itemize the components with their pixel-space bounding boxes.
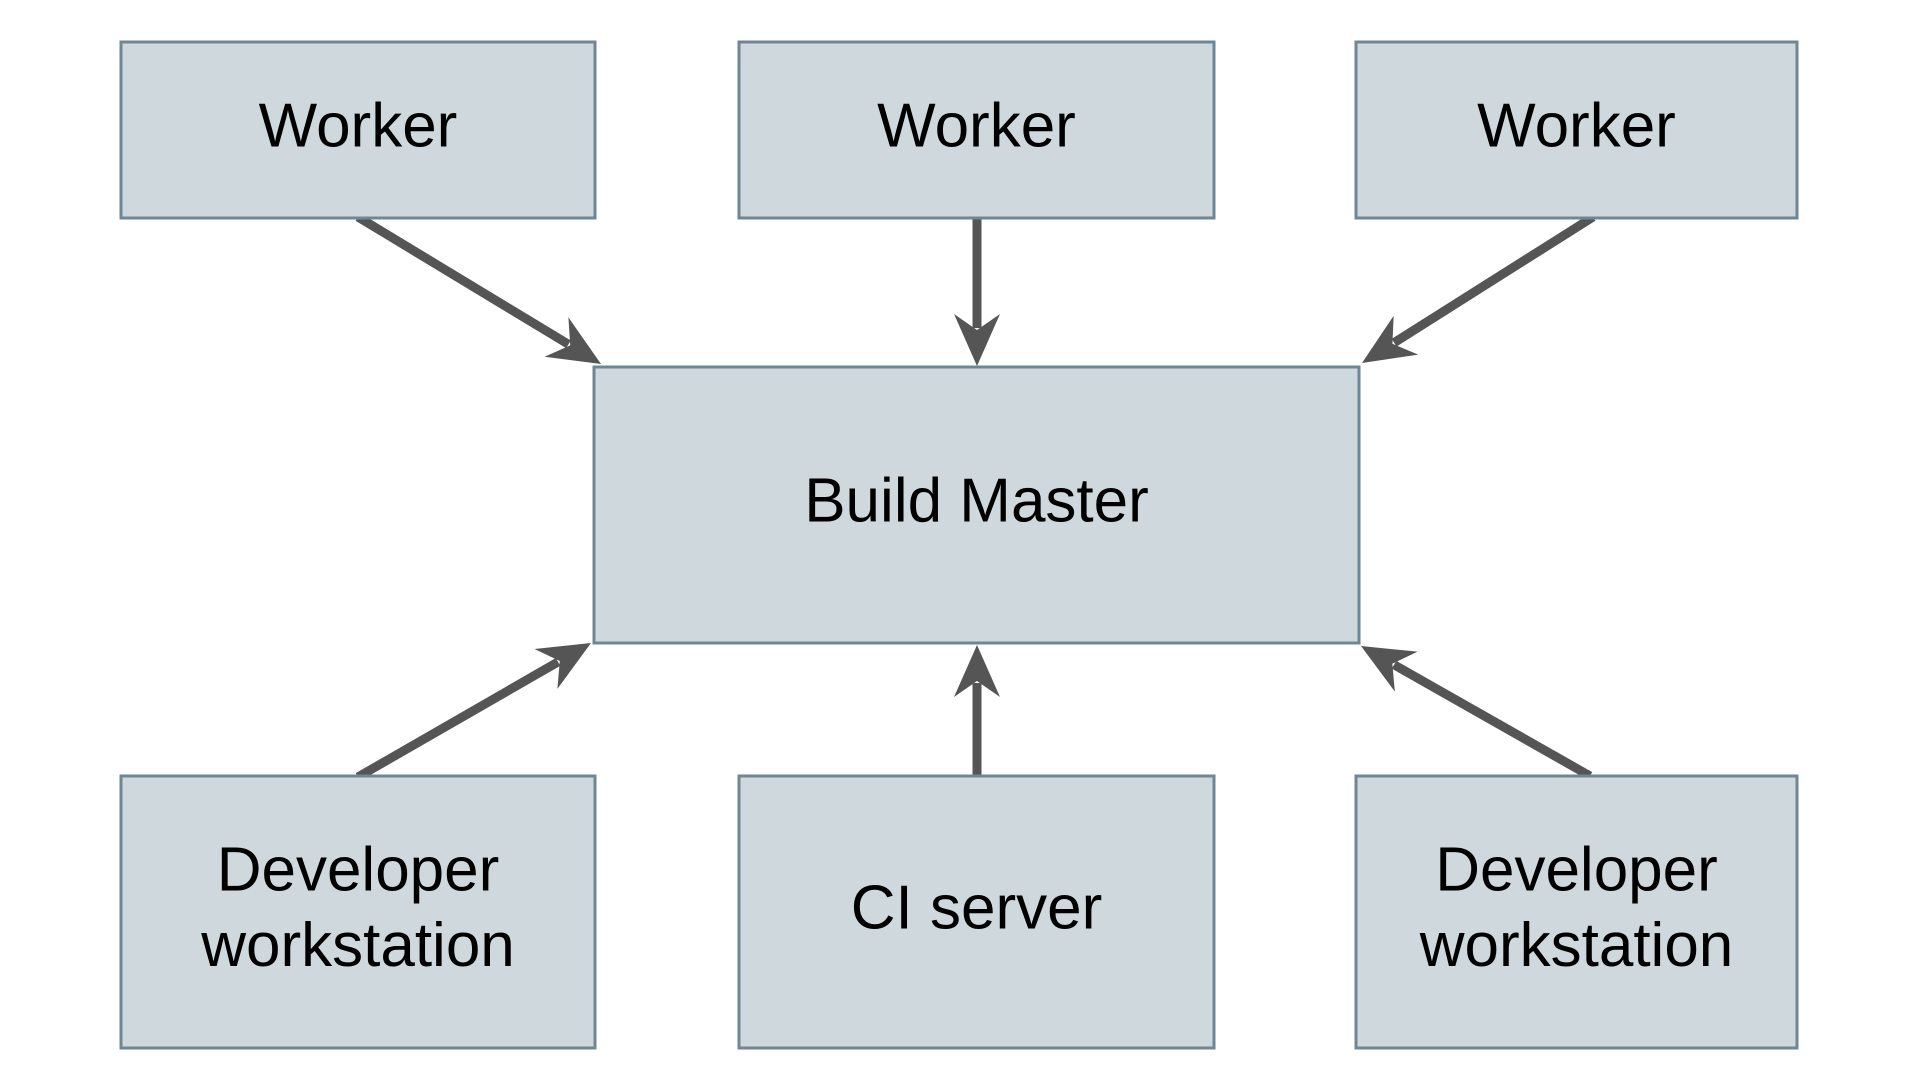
edge-arrow <box>1361 646 1593 780</box>
node-label: Developer <box>1435 836 1718 905</box>
node-build-master[interactable]: Build Master <box>592 365 1361 645</box>
node-label: Worker <box>877 91 1076 160</box>
edge-arrow <box>954 645 1000 776</box>
edge-arrow <box>355 643 591 781</box>
node-worker-center[interactable]: Worker <box>737 40 1216 220</box>
edge-shaft <box>355 213 571 349</box>
edge-shaft <box>355 658 561 781</box>
node-box[interactable] <box>1354 774 1799 1050</box>
node-box[interactable] <box>119 774 597 1050</box>
arrowhead-icon <box>544 317 601 364</box>
node-box[interactable] <box>1354 40 1799 220</box>
arrowhead-icon <box>954 645 1000 697</box>
edges-layer <box>355 213 1596 781</box>
node-label: Developer <box>217 836 500 905</box>
edge-arrow <box>355 213 601 364</box>
node-label: workstation <box>1419 911 1734 980</box>
edge-arrow <box>954 218 1000 366</box>
arrowhead-icon <box>954 314 1000 366</box>
edge-arrow <box>1362 213 1596 363</box>
node-worker-right[interactable]: Worker <box>1354 40 1799 220</box>
node-label: Worker <box>259 91 458 160</box>
node-label: Build Master <box>804 466 1149 535</box>
node-worker-left[interactable]: Worker <box>119 40 597 220</box>
node-label: Worker <box>1477 91 1676 160</box>
edge-shaft <box>1391 213 1596 347</box>
node-label: CI server <box>851 873 1102 942</box>
node-box[interactable] <box>737 40 1216 220</box>
node-ci-server[interactable]: CI server <box>737 774 1216 1050</box>
node-box[interactable] <box>592 365 1361 645</box>
node-box[interactable] <box>737 774 1216 1050</box>
node-box[interactable] <box>119 40 597 220</box>
arrowhead-icon <box>1361 646 1418 692</box>
arrowhead-icon <box>1362 315 1419 363</box>
node-label: workstation <box>200 911 515 980</box>
arrowhead-icon <box>534 643 591 689</box>
edge-shaft <box>1391 660 1593 780</box>
